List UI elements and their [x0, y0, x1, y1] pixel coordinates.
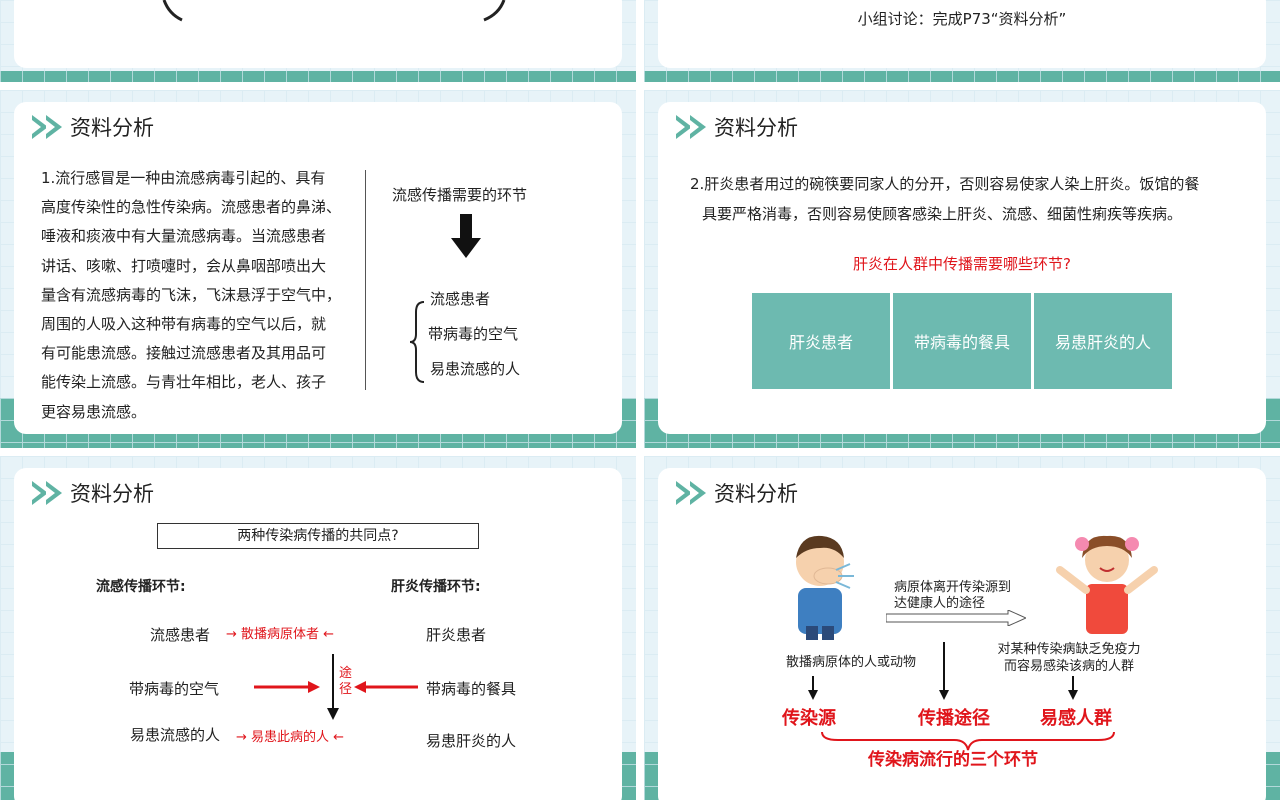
left-item: 带病毒的空气	[129, 680, 220, 698]
label-route: 途 径	[339, 666, 353, 697]
passage-line: 具要严格消毒，否则容易使顾客感染上肝炎、流感、细菌性痢疾等疾病。	[702, 205, 1183, 223]
discussion-text: 小组讨论：完成P73“资料分析”	[857, 10, 1067, 28]
passage-line: 量含有流感病毒的飞沫，飞沫悬浮于空气中，	[41, 285, 342, 304]
slide-card: 小组讨论：完成P73“资料分析”	[658, 0, 1266, 68]
chevron-icon	[32, 115, 62, 139]
slide-5[interactable]: 资料分析 两种传染病传播的共同点? 流感传播环节: 肝炎传播环节: 流感患者 带…	[0, 456, 636, 800]
slide-card: 资料分析 2.肝炎患者用过的碗筷要同家人的分开，否则容易使家人染上肝炎。饭馆的餐…	[658, 102, 1266, 434]
passage: 1.流行感冒是一种由流感病毒引起的、具有 高度传染性的急性传染病。流感患者的鼻涕…	[41, 164, 361, 427]
brace-icon	[821, 731, 1115, 751]
arrow-right-icon	[254, 681, 320, 693]
passage-line: 1.流行感冒是一种由流感病毒引起的、具有	[41, 169, 326, 187]
slide-title: 资料分析	[714, 116, 798, 140]
summary-text: 传染病流行的三个环节	[868, 750, 1038, 770]
flow-item: 流感患者	[430, 290, 491, 308]
route-description: 病原体离开传染源到 达健康人的途径	[894, 580, 1012, 611]
arrow-down-icon	[808, 676, 818, 700]
source-description: 散播病原体的人或动物	[786, 655, 917, 670]
chevron-icon	[676, 481, 706, 505]
passage-line: 周围的人吸入这种带有病毒的空气以后，就	[41, 315, 327, 334]
term-route: 传播途径	[918, 708, 990, 729]
slide-4[interactable]: 资料分析 2.肝炎患者用过的碗筷要同家人的分开，否则容易使家人染上肝炎。饭馆的餐…	[644, 90, 1280, 448]
arrow-down-icon	[939, 642, 949, 700]
label-susceptible: → 易患此病的人 ←	[236, 730, 345, 745]
slide-title: 资料分析	[714, 482, 798, 506]
slide-card: 资料分析 1.流行感冒是一种由流感病毒引起的、具有 高度传染性的急性传染病。流感…	[14, 102, 622, 434]
hollow-arrow-right-icon	[886, 610, 1026, 626]
slide-1[interactable]	[0, 0, 636, 82]
slide-card	[14, 0, 622, 68]
arrow-down-icon	[451, 214, 481, 258]
term-source: 传染源	[782, 708, 836, 729]
passage-line: 2.肝炎患者用过的碗筷要同家人的分开，否则容易使家人染上肝炎。饭馆的餐	[690, 175, 1200, 193]
flow-item: 易患流感的人	[430, 360, 521, 378]
slide-header: 资料分析	[676, 478, 798, 508]
passage-line: 讲话、咳嗽、打喷嚏时，会从鼻咽部喷出大	[41, 256, 327, 275]
flow-title: 流感传播需要的环节	[392, 186, 528, 204]
slide-title: 资料分析	[70, 116, 154, 140]
passage-line: 唾液和痰液中有大量流感病毒。当流感患者	[41, 227, 327, 246]
brace-icon	[409, 301, 425, 383]
girl-illustration	[1056, 535, 1158, 634]
chevron-icon	[676, 115, 706, 139]
term-susceptible: 易感人群	[1040, 708, 1112, 729]
question-text: 肝炎在人群中传播需要哪些环节?	[853, 255, 1071, 273]
slide-2[interactable]: 小组讨论：完成P73“资料分析”	[644, 0, 1280, 82]
table-cell: 易患肝炎的人	[1034, 293, 1172, 389]
slide-header: 资料分析	[32, 478, 154, 508]
slide-header: 资料分析	[676, 112, 798, 142]
flow-item: 带病毒的空气	[428, 325, 519, 343]
slide-6[interactable]: 资料分析 病原体离开传染源到 达健康人的途径	[644, 456, 1280, 800]
right-item: 肝炎患者	[426, 626, 487, 644]
right-header: 肝炎传播环节:	[391, 579, 481, 595]
arrow-down-icon	[327, 654, 339, 720]
slide-title: 资料分析	[70, 482, 154, 506]
table-cell: 带病毒的餐具	[893, 293, 1031, 389]
table-cell: 肝炎患者	[752, 293, 890, 389]
passage-line: 更容易患流感。	[41, 402, 147, 421]
passage-line: 能传染上流感。与青壮年相比，老人、孩子	[41, 373, 327, 392]
left-item: 流感患者	[150, 626, 211, 644]
label-source: → 散播病原体者 ←	[226, 627, 335, 642]
slide-3[interactable]: 资料分析 1.流行感冒是一种由流感病毒引起的、具有 高度传染性的急性传染病。流感…	[0, 90, 636, 448]
left-header: 流感传播环节:	[96, 579, 186, 595]
arrow-down-icon	[1068, 676, 1078, 700]
chevron-icon	[32, 481, 62, 505]
passage-line: 有可能患流感。接触过流感患者及其用品可	[41, 344, 327, 363]
right-item: 带病毒的餐具	[426, 680, 517, 698]
slide-card: 资料分析 两种传染病传播的共同点? 流感传播环节: 肝炎传播环节: 流感患者 带…	[14, 468, 622, 800]
illustration-fragment	[162, 0, 506, 22]
right-item: 易患肝炎的人	[426, 732, 517, 750]
divider	[365, 170, 366, 390]
slide-header: 资料分析	[32, 112, 154, 142]
sneezing-boy-illustration	[796, 535, 854, 640]
susceptible-description: 对某种传染病缺乏免疫力 而容易感染该病的人群	[997, 642, 1141, 674]
arrow-left-icon	[354, 681, 418, 693]
slide-card: 资料分析 病原体离开传染源到 达健康人的途径	[658, 468, 1266, 800]
question-box: 两种传染病传播的共同点?	[157, 523, 479, 549]
left-item: 易患流感的人	[130, 726, 221, 744]
passage-line: 高度传染性的急性传染病。流感患者的鼻涕、	[41, 198, 342, 217]
